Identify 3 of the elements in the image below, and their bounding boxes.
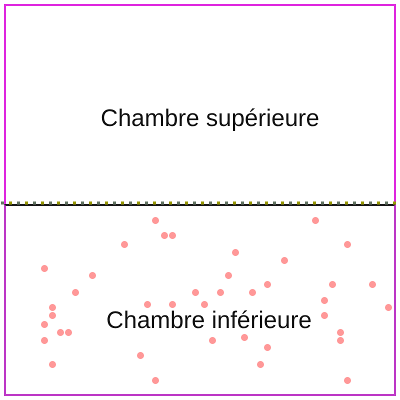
lower-chamber: [4, 204, 396, 396]
chamber-label: Chambre supérieure: [100, 107, 320, 131]
chamber-label: Chambre inférieure: [106, 309, 312, 333]
